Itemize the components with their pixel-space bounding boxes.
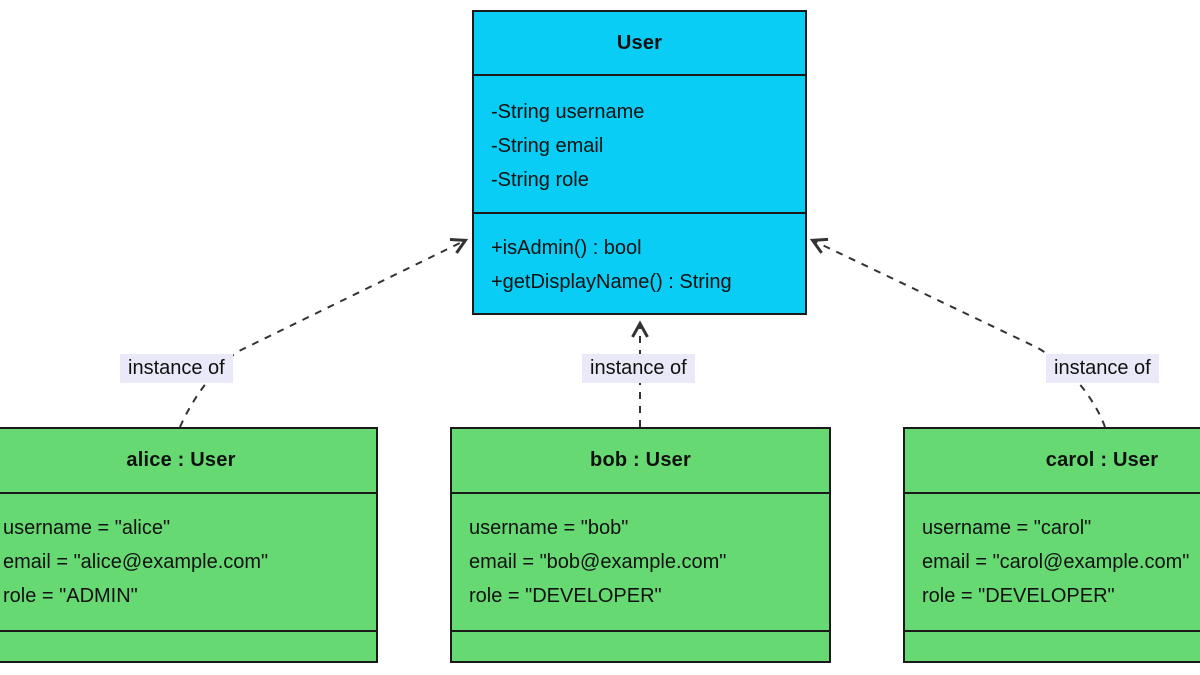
methods-section-empty (452, 630, 829, 661)
attribute-line: -String username (491, 101, 645, 123)
instance-node-bob: bob : User username = "bob" email = "bob… (450, 427, 831, 663)
edge-label-carol: instance of (1046, 354, 1159, 383)
instance-title: carol : User (1045, 449, 1159, 471)
edge-carol-to-user (814, 241, 1106, 428)
methods-section-empty (0, 630, 376, 661)
attributes-section: username = "alice" email = "alice@exampl… (0, 492, 376, 630)
edge-alice-to-user (179, 241, 464, 428)
method-line: +getDisplayName() : String (491, 271, 732, 293)
attribute-line: -String email (491, 135, 604, 157)
attribute-line: username = "alice" (3, 517, 171, 539)
attribute-line: email = "carol@example.com" (922, 551, 1190, 573)
methods-section-empty (905, 630, 1200, 661)
methods-section: +isAdmin() : bool +getDisplayName() : St… (474, 212, 805, 313)
attribute-line: email = "alice@example.com" (3, 551, 269, 573)
attributes-section: username = "carol" email = "carol@exampl… (905, 492, 1200, 630)
edge-label-bob: instance of (582, 354, 695, 383)
attribute-line: -String role (491, 169, 589, 191)
instance-title: alice : User (126, 449, 236, 471)
attribute-line: email = "bob@example.com" (469, 551, 727, 573)
attributes-section: username = "bob" email = "bob@example.co… (452, 492, 829, 630)
class-title: User (616, 31, 663, 54)
attribute-line: role = "DEVELOPER" (469, 585, 662, 607)
method-line: +isAdmin() : bool (491, 237, 642, 259)
attribute-line: username = "bob" (469, 517, 629, 539)
instance-title: bob : User (590, 449, 691, 471)
instance-node-alice: alice : User username = "alice" email = … (0, 427, 378, 663)
attribute-line: username = "carol" (922, 517, 1092, 539)
class-node-user: User -String username -String email -Str… (472, 10, 807, 315)
attribute-line: role = "DEVELOPER" (922, 585, 1115, 607)
edge-label-alice: instance of (120, 354, 233, 383)
attribute-line: role = "ADMIN" (3, 585, 138, 607)
attributes-section: -String username -String email -String r… (474, 74, 805, 212)
instance-node-carol: carol : User username = "carol" email = … (903, 427, 1200, 663)
